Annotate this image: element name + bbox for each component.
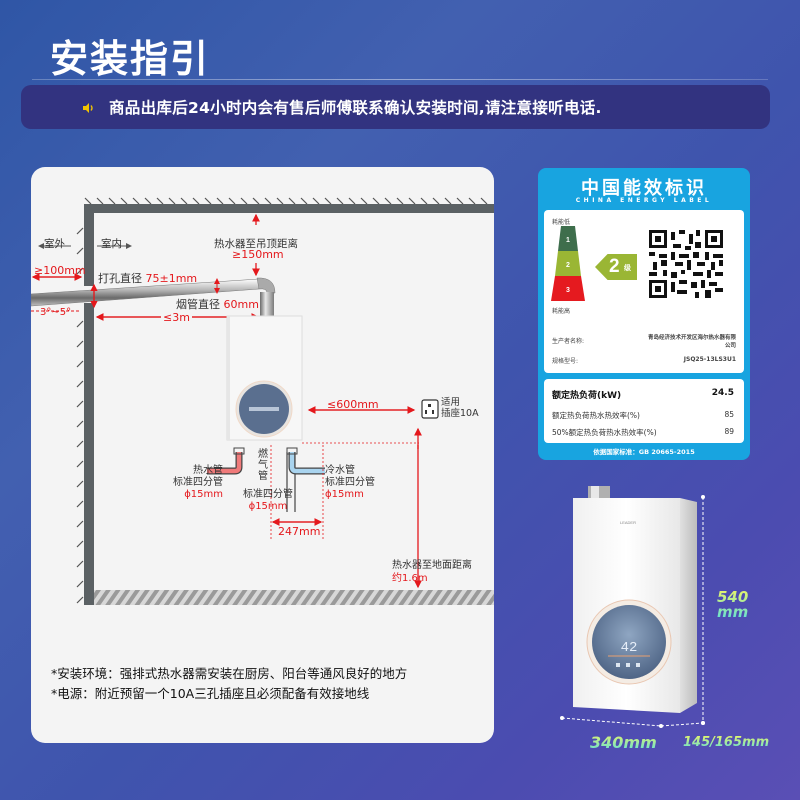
high-consumption-label: 耗能高 xyxy=(552,308,571,315)
note-environment: *安装环境：强排式热水器需安装在厨房、阳台等通风良好的地方 xyxy=(51,666,408,681)
indoor-label: 室内 xyxy=(101,238,122,250)
qr-code-icon[interactable] xyxy=(649,230,723,298)
flue-diameter-label: 烟管直径 60mm xyxy=(176,298,259,311)
socket-label: 适用 插座10A xyxy=(441,397,479,419)
socket-distance-value: ≤600mm xyxy=(327,398,379,411)
hot-pipe-label: 热水管 标准四分管 ϕ15mm xyxy=(173,465,223,500)
ceiling-distance-value: ≥150mm xyxy=(232,248,284,261)
page-title: 安装指引 xyxy=(50,37,211,81)
svg-text:LEADER: LEADER xyxy=(620,520,636,525)
flue-length-value: ≤3m xyxy=(161,311,192,324)
notice-bar: 商品出库后24小时内会有售后师傅联系确认安装时间,请注意接听电话. xyxy=(21,85,770,129)
rated-load-row: 额定热负荷(kW) 24.5 xyxy=(552,388,734,401)
height-dimension: 540 mm xyxy=(717,588,749,621)
display-temperature: 42 xyxy=(621,640,638,656)
manufacturer-value: 青岛经济技术开发区海尔热水器有限公司 xyxy=(647,335,736,349)
svg-text:3: 3 xyxy=(566,287,570,294)
svg-text:2: 2 xyxy=(566,262,570,269)
width-dimension: 340mm xyxy=(590,733,657,752)
gas-pipe-label: 标准四分管 ϕ15mm xyxy=(243,489,293,512)
note-power: *电源：附近预留一个10A三孔插座且必须配备有效接地线 xyxy=(51,686,370,701)
energy-grade-panel: 耗能低 1 2 3 耗能高 2 级 xyxy=(544,210,744,373)
wall-gap-value: ≥100mm xyxy=(34,264,86,277)
model-label: 规格型号: xyxy=(552,358,579,365)
grade-scale: 1 2 3 xyxy=(551,226,585,301)
energy-label-title: 中国能效标识 xyxy=(581,178,707,199)
diagram-drawing xyxy=(31,197,494,605)
notice-text: 商品出库后24小时内会有售后师傅联系确认安装时间,请注意接听电话. xyxy=(109,99,602,117)
installation-diagram: 室外 室内 ≥100mm 打孔直径 75±1mm 3°~5° 热水器至吊顶距离 … xyxy=(31,167,494,743)
manufacturer-label: 生产者名称: xyxy=(552,338,585,345)
low-consumption-label: 耗能低 xyxy=(552,219,571,226)
outdoor-label: 室外 xyxy=(44,238,65,250)
ceiling-distance-label: 热水器至吊顶距离 xyxy=(214,238,298,250)
slope-value: 3°~5° xyxy=(40,307,72,318)
gas-pipe-vertical-label: 燃气管 xyxy=(258,449,268,482)
energy-label: 中国能效标识 CHINA ENERGY LABEL 耗能低 1 2 3 耗能高 … xyxy=(538,168,750,460)
pipe-spacing-value: 247mm xyxy=(278,525,321,538)
energy-spec-panel: 额定热负荷(kW) 24.5 额定热负荷热水热效率(%) 85 50%额定热负荷… xyxy=(544,379,744,443)
speaker-icon xyxy=(81,100,95,114)
current-grade-arrow: 2 级 xyxy=(595,254,637,280)
efficiency-row: 额定热负荷热水热效率(%) 85 xyxy=(552,410,734,420)
energy-label-subtitle: CHINA ENERGY LABEL xyxy=(575,197,713,204)
depth-dimension: 145/165mm xyxy=(683,735,770,750)
dimension-lines xyxy=(560,716,705,728)
model-value: JSQ25-13LS3U1 xyxy=(683,356,736,363)
svg-text:1: 1 xyxy=(566,237,570,244)
energy-standard: 依据国家标准：GB 20665-2015 xyxy=(593,448,695,456)
floor-distance-label: 热水器至地面距离 约1.6m xyxy=(392,560,472,584)
water-heater-product-image: LEADER 42 xyxy=(573,486,705,725)
cold-pipe-label: 冷水管 标准四分管 ϕ15mm xyxy=(325,465,375,500)
efficiency50-row: 50%额定热负荷热水热效率(%) 89 xyxy=(552,427,734,437)
hole-diameter-label: 打孔直径 75±1mm xyxy=(98,272,198,285)
title-divider xyxy=(32,79,768,80)
